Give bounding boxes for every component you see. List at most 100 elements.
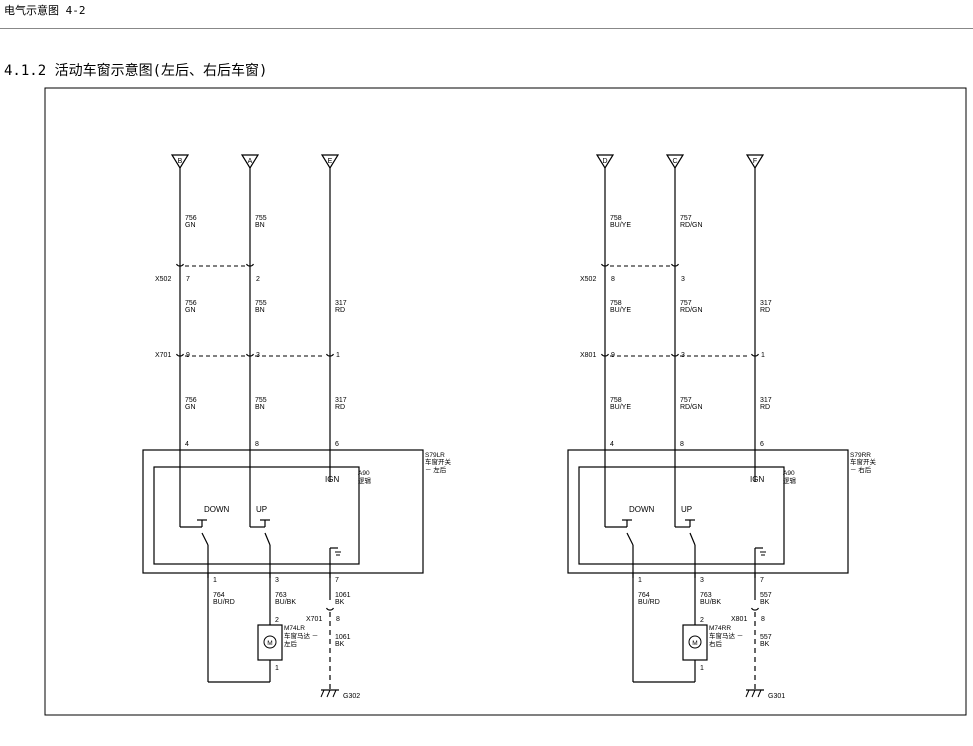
rear-right-wire-b-1-number: 757 xyxy=(680,300,692,307)
rear-left-ground-tick-1 xyxy=(320,689,325,698)
rear-left-out-wire-2-number: 1061 xyxy=(335,592,351,599)
rear-right-down-blade xyxy=(626,532,634,546)
rear-left-pin-1-terminal xyxy=(240,154,260,170)
rear-right-pin-1-terminal-label: C xyxy=(672,158,677,165)
rear-left-conn2-mark-2 xyxy=(325,353,335,357)
rear-right-switch-name: 车窗开关 xyxy=(850,457,877,466)
rear-left-wire-b-1-color: BN xyxy=(255,307,265,314)
rear-left-motor-circle xyxy=(263,635,277,649)
rear-right-pin-2-terminal-label: F xyxy=(753,158,757,165)
rear-right-pin-0-terminal xyxy=(595,154,615,170)
rear-right-wire-a-0-color: BU/YE xyxy=(610,222,631,229)
rear-left-motor-id: M74LR xyxy=(284,625,305,632)
rear-right-up-label: UP xyxy=(681,505,692,514)
rear-left-switch-sub: － 左后 xyxy=(425,465,447,474)
rear-right-wire-b-0-number: 758 xyxy=(610,300,622,307)
rear-left-wire-a-0-color: GN xyxy=(185,222,196,229)
rear-left-wire-a-1-color: BN xyxy=(255,222,265,229)
rear-left-wire-c-2-color: RD xyxy=(335,404,345,411)
rear-right-switch-sub: － 右后 xyxy=(850,465,872,474)
rear-left-out-wire-0-color: BU/RD xyxy=(213,599,235,606)
rear-left-conn1-mark-1 xyxy=(245,263,255,267)
rear-right-conn3-pin: 8 xyxy=(761,616,765,623)
rear-left-wire-b-2-number: 317 xyxy=(335,300,347,307)
rear-left-switch-name: 车窗开关 xyxy=(425,457,452,466)
rear-left-switch-id: S79LR xyxy=(425,452,445,459)
rear-right-conn2-name: X801 xyxy=(580,352,596,359)
rear-right-out-wire-2-color: BK xyxy=(760,599,770,606)
rear-right-out-pin-0: 1 xyxy=(638,577,642,584)
rear-right-logic-id: A90 xyxy=(783,470,795,477)
rear-left-pin-2-terminal-label: E xyxy=(328,158,333,165)
header-divider xyxy=(0,28,973,29)
rear-right-gnd-wire-label-number: 557 xyxy=(760,634,772,641)
rear-right-motor-pin-bottom: 1 xyxy=(700,665,704,672)
rear-right-wire-b-2-number: 317 xyxy=(760,300,772,307)
rear-left-out-wire-0-number: 764 xyxy=(213,592,225,599)
rear-left-pin-0-terminal-label: B xyxy=(178,158,183,165)
rear-right-wire-c-2-color: RD xyxy=(760,404,770,411)
rear-left-switch-housing xyxy=(142,449,424,574)
rear-left-wire-b-0-number: 756 xyxy=(185,300,197,307)
rear-right-sw-pin-0: 4 xyxy=(610,441,614,448)
rear-left-sw-pin-0: 4 xyxy=(185,441,189,448)
rear-left-pin-1-terminal-label: A xyxy=(248,158,253,165)
rear-right-sw-pin-1: 8 xyxy=(680,441,684,448)
rear-left-ground-tick-2 xyxy=(326,689,331,698)
rear-right-wire-c-1-color: RD/GN xyxy=(680,404,703,411)
rear-right-wire-a-1-color: RD/GN xyxy=(680,222,703,229)
rear-right-conn1-mark-0 xyxy=(600,263,610,267)
rear-right-motor-symbol: M xyxy=(692,640,697,647)
rear-right-gnd-wire-label-color: BK xyxy=(760,641,770,648)
rear-right-logic-name: 逻辑 xyxy=(783,476,797,485)
rear-right-wire-c-0-number: 758 xyxy=(610,397,622,404)
rear-right-motor-id: M74RR xyxy=(709,625,731,632)
rear-left-down-blade xyxy=(201,532,209,546)
rear-right-conn1-pin-0: 8 xyxy=(611,276,615,283)
rear-left-wire-b-1-number: 755 xyxy=(255,300,267,307)
diagram-frame xyxy=(44,87,967,716)
rear-left-conn2-mark-1 xyxy=(245,353,255,357)
rear-right-wire-c-0-color: BU/YE xyxy=(610,404,631,411)
rear-right-logic-box xyxy=(578,466,785,565)
rear-right-conn1-mark-1 xyxy=(670,263,680,267)
rear-right-out-pin-2: 7 xyxy=(760,577,764,584)
rear-left-motor-symbol: M xyxy=(267,640,272,647)
rear-left-out-wire-1-number: 763 xyxy=(275,592,287,599)
rear-left-motor-box xyxy=(257,624,283,661)
rear-right-up-blade xyxy=(689,532,696,546)
rear-right-ground-tick-2 xyxy=(751,689,756,698)
rear-left-conn2-pin-2: 1 xyxy=(336,352,340,359)
rear-right-out-wire-1-number: 763 xyxy=(700,592,712,599)
rear-right-ground-label: G301 xyxy=(768,693,785,700)
rear-right-switch-housing xyxy=(567,449,849,574)
rear-left-motor-pin-bottom: 1 xyxy=(275,665,279,672)
rear-left-sw-pin-1: 8 xyxy=(255,441,259,448)
rear-left-wire-c-0-color: GN xyxy=(185,404,196,411)
rear-right-conn2-mark-1 xyxy=(670,353,680,357)
rear-left-wire-c-1-color: BN xyxy=(255,404,265,411)
rear-right-conn2-mark-0 xyxy=(600,353,610,357)
rear-left-out-pin-2: 7 xyxy=(335,577,339,584)
rear-left-conn2-name: X701 xyxy=(155,352,171,359)
rear-right-wire-c-1-number: 757 xyxy=(680,397,692,404)
rear-right-out-wire-1-color: BU/BK xyxy=(700,599,721,606)
rear-left-up-blade xyxy=(264,532,271,546)
rear-right-wire-b-1-color: RD/GN xyxy=(680,307,703,314)
rear-right-conn2-pin-2: 1 xyxy=(761,352,765,359)
rear-right-out-wire-2-number: 557 xyxy=(760,592,772,599)
rear-left-sw-pin-2: 6 xyxy=(335,441,339,448)
rear-left-wire-a-1-number: 755 xyxy=(255,215,267,222)
rear-left-logic-id: A90 xyxy=(358,470,370,477)
rear-right-ign-label: IGN xyxy=(750,475,764,484)
rear-left-logic-box xyxy=(153,466,360,565)
rear-right-conn1-pin-1: 3 xyxy=(681,276,685,283)
rear-right-wire-b-0-color: BU/YE xyxy=(610,307,631,314)
rear-left-pin-2-terminal xyxy=(320,154,340,170)
rear-left-out-wire-2-color: BK xyxy=(335,599,345,606)
rear-right-conn2-mark-2 xyxy=(750,353,760,357)
rear-left-conn3-pin: 8 xyxy=(336,616,340,623)
section-title: 4.1.2 活动车窗示意图(左后、右后车窗) xyxy=(4,63,268,79)
rear-left-pin-0-terminal xyxy=(170,154,190,170)
